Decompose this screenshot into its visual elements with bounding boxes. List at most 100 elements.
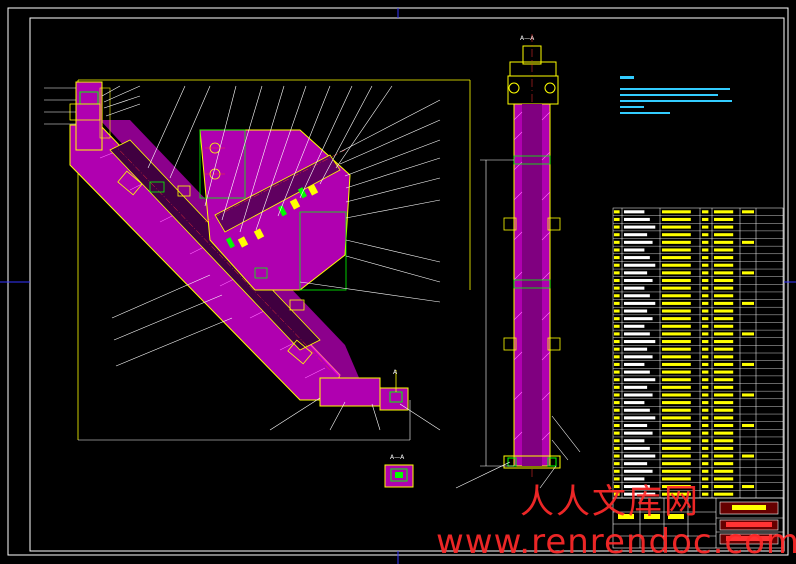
table-cell-mark (614, 362, 620, 366)
table-cell-mark (624, 263, 656, 267)
table-cell-mark (702, 225, 709, 229)
table-cell-mark (702, 324, 709, 328)
table-cell-mark (662, 210, 691, 214)
table-cell-mark (614, 271, 620, 275)
table-cell-mark (614, 347, 620, 351)
table-cell-mark (702, 378, 709, 382)
table-cell-mark (702, 233, 709, 237)
table-cell-mark (714, 477, 734, 481)
table-cell-mark (714, 240, 734, 244)
table-cell-mark (624, 469, 653, 473)
table-cell-mark (624, 446, 650, 450)
table-cell-mark (614, 286, 620, 290)
table-cell-mark (662, 278, 691, 283)
table-cell-mark (714, 340, 734, 344)
table-cell-mark (624, 347, 648, 351)
table-cell-mark (624, 271, 648, 275)
table-cell-mark (662, 263, 691, 267)
table-cell-mark (714, 294, 734, 298)
table-cell-mark (624, 416, 656, 420)
table-cell-mark (614, 263, 620, 267)
technical-notes (620, 76, 732, 114)
table-cell-mark (624, 423, 648, 428)
table-cell-mark (614, 225, 620, 229)
table-cell-mark (662, 355, 691, 359)
table-cell-mark (662, 423, 691, 428)
table-cell-mark (624, 401, 645, 405)
table-cell-mark (624, 301, 656, 305)
side-view: A—A (455, 34, 581, 489)
table-cell-mark (662, 446, 691, 450)
table-cell-mark (614, 492, 620, 496)
table-cell-mark (662, 225, 691, 229)
table-cell-mark (624, 378, 656, 382)
main-assembly-view: A (44, 79, 471, 441)
table-cell-mark (614, 309, 620, 313)
table-cell-mark (714, 271, 734, 275)
table-cell-mark (624, 485, 650, 489)
table-cell-mark (702, 301, 709, 305)
table-cell-mark (662, 240, 691, 244)
table-cell-mark (702, 370, 709, 374)
table-cell-mark (702, 256, 709, 260)
table-cell-mark (614, 210, 620, 214)
table-cell-mark (702, 248, 709, 252)
table-cell-mark (614, 393, 620, 397)
table-cell-mark (742, 423, 754, 428)
table-cell-mark (624, 332, 650, 336)
table-cell-mark (662, 340, 691, 344)
table-cell-mark (624, 324, 645, 328)
table-cell-mark (662, 431, 691, 435)
table-cell-mark (662, 408, 691, 412)
table-cell-mark (614, 324, 620, 328)
table-cell-mark (714, 210, 734, 214)
table-cell-mark (714, 378, 734, 382)
table-cell-mark (614, 423, 620, 428)
table-cell-mark (702, 263, 709, 267)
table-cell-mark (662, 416, 691, 420)
table-cell-mark (624, 385, 648, 389)
table-cell-mark (702, 286, 709, 290)
table-cell-mark (662, 385, 691, 389)
table-cell-mark (714, 462, 734, 466)
table-cell-mark (714, 485, 734, 489)
table-cell-mark (714, 492, 734, 496)
table-cell-mark (714, 393, 734, 397)
table-cell-mark (614, 469, 620, 473)
table-cell-mark (702, 485, 709, 489)
table-cell-mark (614, 454, 620, 458)
table-cell-mark (662, 309, 691, 313)
table-cell-mark (702, 347, 709, 351)
table-cell-mark (662, 217, 691, 221)
section-view-label: A—A (390, 454, 405, 461)
table-cell-mark (742, 210, 754, 214)
table-cell-mark (702, 477, 709, 481)
table-cell-mark (702, 217, 709, 221)
table-cell-mark (624, 210, 645, 214)
table-cell-mark (662, 233, 691, 237)
table-cell-mark (742, 485, 754, 489)
table-cell-mark (714, 423, 734, 428)
table-cell-mark (714, 217, 734, 221)
watermark-url: www.renrendoc.com (436, 522, 796, 562)
table-cell-mark (714, 301, 734, 305)
table-cell-mark (714, 309, 734, 313)
inner-border (29, 17, 785, 552)
table-cell-mark (714, 431, 734, 435)
table-cell-mark (662, 332, 691, 336)
table-cell-mark (624, 256, 650, 260)
section-view-aa: A—A (384, 454, 414, 488)
watermark-cn: 人人文库网 (520, 482, 700, 522)
table-cell-mark (614, 355, 620, 359)
table-cell-mark (624, 439, 645, 443)
title-block-marks (618, 505, 772, 541)
table-cell-mark (742, 240, 754, 244)
table-cell-mark (624, 462, 648, 466)
table-cell-mark (702, 362, 709, 366)
table-cell-mark (624, 225, 656, 229)
table-cell-mark (702, 401, 709, 405)
table-cell-mark (714, 408, 734, 412)
table-cell-mark (614, 294, 620, 298)
table-cell-mark (662, 347, 691, 351)
